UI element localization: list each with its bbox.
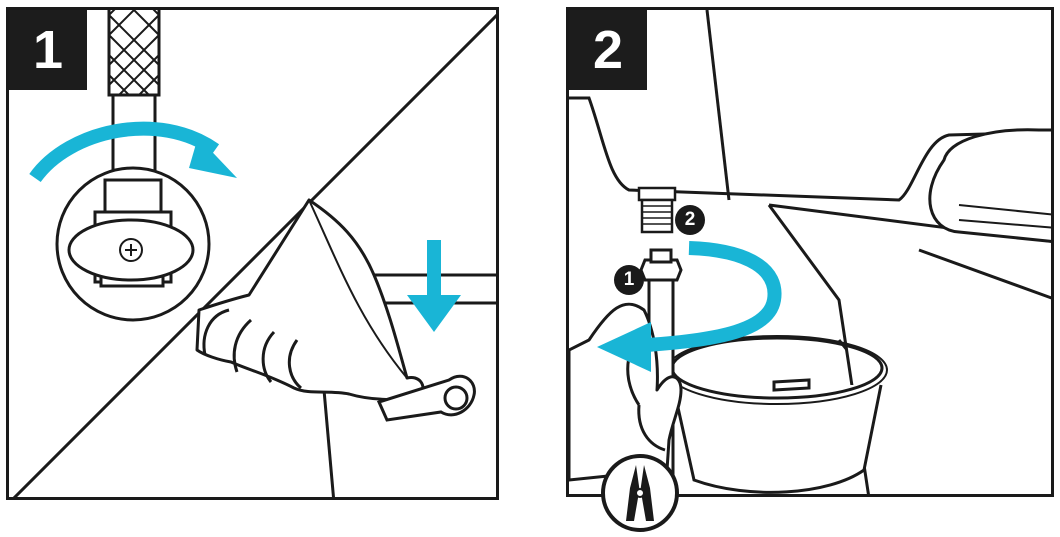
pliers-icon bbox=[601, 454, 679, 532]
flush-down-arrow-icon bbox=[407, 240, 461, 332]
hand-illustration bbox=[195, 198, 425, 402]
diagonal-divider bbox=[12, 13, 496, 497]
bucket bbox=[666, 335, 888, 494]
callout-marker-1: 1 bbox=[614, 265, 644, 295]
step-2-panel: 2 bbox=[566, 7, 1054, 497]
valve-handle-icon bbox=[67, 218, 195, 282]
unscrew-circular-arrow-icon bbox=[597, 241, 782, 372]
step-1-illustration bbox=[12, 10, 496, 497]
step-1-panel: 1 bbox=[6, 7, 499, 500]
step-number-badge: 1 bbox=[9, 10, 87, 90]
step-number-badge: 2 bbox=[569, 10, 647, 90]
supply-hose bbox=[107, 10, 161, 182]
callout-marker-2: 2 bbox=[675, 205, 705, 235]
flush-lever-icon bbox=[376, 374, 476, 422]
tank-lid-detail bbox=[928, 128, 1051, 243]
tank-inlet-thread bbox=[637, 186, 677, 234]
rotate-valve-arrow-icon bbox=[29, 121, 237, 183]
